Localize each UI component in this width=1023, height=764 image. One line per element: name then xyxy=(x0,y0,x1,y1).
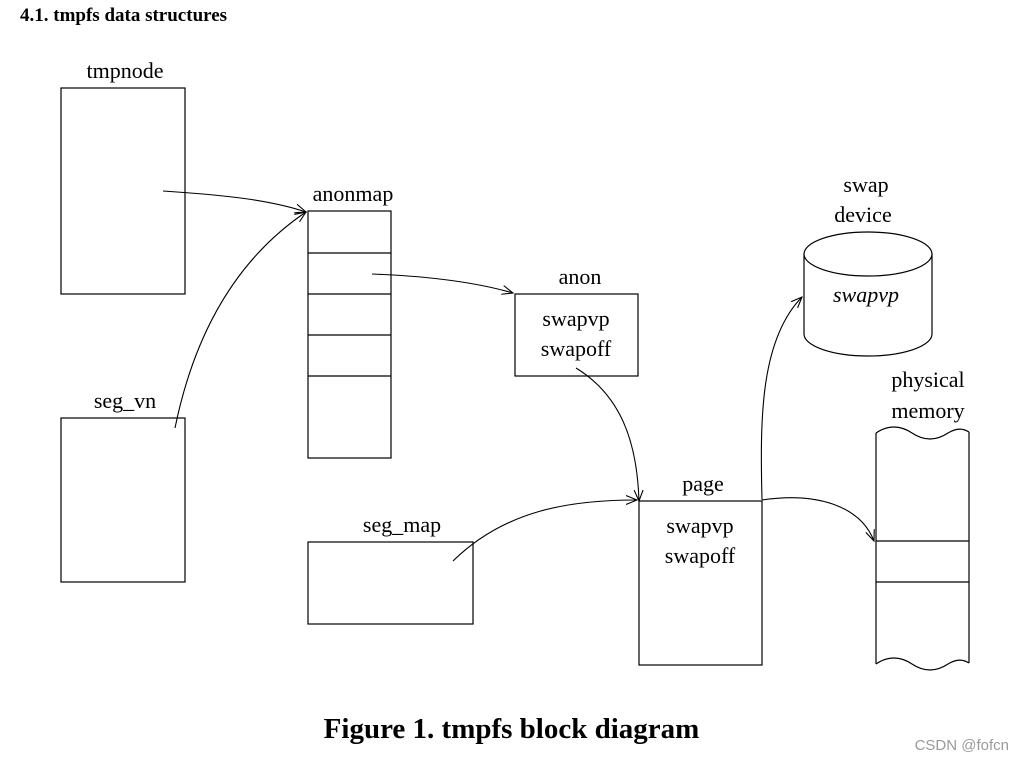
anonmap-label: anonmap xyxy=(313,181,394,206)
page-box xyxy=(638,500,763,666)
anon-box xyxy=(514,293,639,377)
swap-device-label-1: swap xyxy=(843,172,888,197)
tmpnode-label: tmpnode xyxy=(87,58,164,83)
anon-field-swapoff: swapoff xyxy=(541,336,612,361)
seg-map-box xyxy=(307,541,474,625)
swap-device-label-2: device xyxy=(834,202,891,227)
arrow-page-to-physical-memory xyxy=(761,497,874,541)
page-field-swapvp: swapvp xyxy=(666,513,733,538)
seg-map-label: seg_map xyxy=(363,512,441,537)
section-heading: 4.1. tmpfs data structures xyxy=(20,5,228,26)
arrow-page-to-swap-device xyxy=(760,297,802,501)
arrow-anonmap-to-anon xyxy=(371,273,513,293)
page-field-swapoff: swapoff xyxy=(665,543,736,568)
arrow-tmpnode-to-anonmap xyxy=(162,190,306,212)
figure-caption: Figure 1. tmpfs block diagram xyxy=(323,713,700,745)
seg-vn-label: seg_vn xyxy=(94,388,156,413)
anon-field-swapvp: swapvp xyxy=(542,306,609,331)
seg-vn-box xyxy=(60,417,186,583)
physical-memory-label-2: memory xyxy=(891,398,964,423)
arrow-seg-map-to-page xyxy=(452,500,637,562)
page-label: page xyxy=(682,471,724,496)
arrow-seg-vn-to-anonmap xyxy=(174,212,306,429)
anon-label: anon xyxy=(559,264,602,289)
physical-memory-label-1: physical xyxy=(891,367,964,392)
swap-device-field: swapvp xyxy=(833,282,899,307)
arrow-anon-to-page xyxy=(575,367,639,501)
tmpfs-block-diagram: tmpnode seg_vn anonmap anon swapvp swapo… xyxy=(60,58,970,671)
watermark: CSDN @fofcn xyxy=(914,737,1009,754)
swap-device-cylinder xyxy=(803,231,933,357)
physical-memory-strip xyxy=(875,426,970,671)
anonmap-array xyxy=(307,210,392,459)
